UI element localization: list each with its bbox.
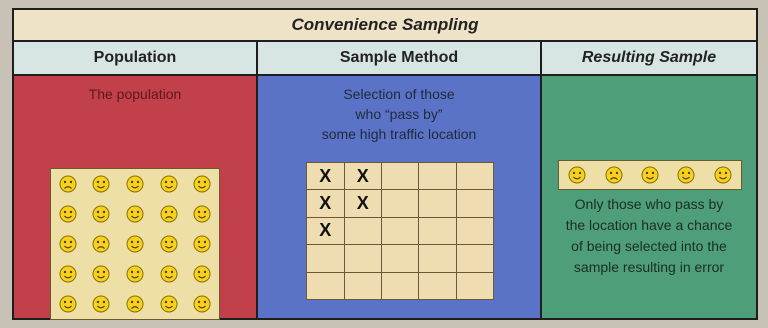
grid-cell — [418, 216, 457, 246]
title-bar: Convenience Sampling — [14, 10, 756, 40]
smiley-face-icon — [92, 175, 110, 193]
grid-cell — [343, 216, 383, 246]
smiley-face-icon — [714, 166, 732, 184]
smiley-face-icon — [193, 175, 211, 193]
population-panel: The population — [14, 76, 256, 320]
grid-cell-selected: X — [343, 189, 383, 218]
grid-cell — [381, 216, 420, 246]
grid-cell — [418, 161, 457, 191]
smiley-face-icon — [92, 265, 110, 283]
grid-cell — [455, 244, 495, 273]
result-caption-line: the location have a chance — [565, 217, 733, 233]
grid-cell-selected: X — [306, 189, 345, 218]
population-column: Population The population — [14, 42, 256, 320]
grid-cell — [455, 189, 495, 218]
smiley-face-icon — [59, 235, 77, 253]
smiley-face-icon — [193, 265, 211, 283]
smiley-face-icon — [126, 175, 144, 193]
smiley-face-icon — [160, 265, 178, 283]
grid-cell — [343, 271, 383, 301]
method-header: Sample Method — [258, 42, 540, 74]
grid-cell — [381, 189, 420, 218]
result-panel: Only those who pass by the location have… — [542, 76, 756, 318]
smiley-face-icon — [92, 295, 110, 313]
smiley-face-icon — [59, 205, 77, 223]
grid-cell — [381, 244, 420, 273]
grid-row — [306, 244, 495, 273]
result-caption-line: sample resulting in error — [573, 259, 725, 275]
grid-cell — [455, 161, 495, 191]
frown-face-icon — [126, 295, 144, 313]
method-caption: Selection of those who “pass by” some hi… — [258, 76, 540, 144]
grid-cell — [306, 271, 345, 301]
grid-cell-selected: X — [306, 216, 345, 246]
population-caption: The population — [88, 86, 182, 102]
result-caption: Only those who pass by the location have… — [550, 194, 748, 278]
grid-cell — [418, 271, 457, 301]
result-header: Resulting Sample — [542, 42, 756, 74]
smiley-face-icon — [92, 205, 110, 223]
grid-cell — [381, 161, 420, 191]
grid-cell — [455, 271, 495, 301]
smiley-face-icon — [641, 166, 659, 184]
result-column: Resulting Sample Only those who pass by … — [542, 42, 756, 318]
figure-frame: Convenience Sampling Population The popu… — [12, 8, 758, 320]
sample-faces-box — [558, 160, 742, 190]
smiley-face-icon — [568, 166, 586, 184]
grid-cell — [306, 244, 345, 273]
grid-cell — [418, 244, 457, 273]
method-caption-line: Selection of those — [343, 86, 455, 102]
grid-cell-selected: X — [306, 161, 345, 191]
result-caption-line: of being selected into the — [571, 238, 727, 254]
smiley-face-icon — [126, 265, 144, 283]
smiley-face-icon — [59, 265, 77, 283]
smiley-face-icon — [677, 166, 695, 184]
grid-cell — [343, 244, 383, 273]
result-caption-line: Only those who pass by — [574, 196, 724, 212]
smiley-face-icon — [193, 295, 211, 313]
smiley-face-icon — [126, 235, 144, 253]
smiley-face-icon — [193, 205, 211, 223]
method-caption-line: some high traffic location — [321, 126, 477, 142]
frown-face-icon — [160, 205, 178, 223]
population-faces-box — [50, 168, 220, 320]
method-panel: Selection of those who “pass by” some hi… — [258, 76, 540, 318]
smiley-face-icon — [193, 235, 211, 253]
smiley-face-icon — [160, 295, 178, 313]
grid-row — [306, 271, 495, 301]
grid-row: X — [306, 216, 495, 246]
grid-cell — [418, 189, 457, 218]
smiley-face-icon — [126, 205, 144, 223]
method-column: Sample Method Selection of those who “pa… — [258, 42, 540, 318]
frown-face-icon — [59, 175, 77, 193]
smiley-face-icon — [160, 235, 178, 253]
smiley-face-icon — [160, 175, 178, 193]
method-caption-line: who “pass by” — [355, 106, 443, 122]
grid-cell — [455, 216, 495, 246]
frown-face-icon — [605, 166, 623, 184]
frown-face-icon — [92, 235, 110, 253]
figure-title: Convenience Sampling — [291, 15, 479, 34]
smiley-face-icon — [59, 295, 77, 313]
grid-cell — [381, 271, 420, 301]
grid-cell-selected: X — [343, 161, 383, 191]
population-header: Population — [14, 42, 256, 74]
